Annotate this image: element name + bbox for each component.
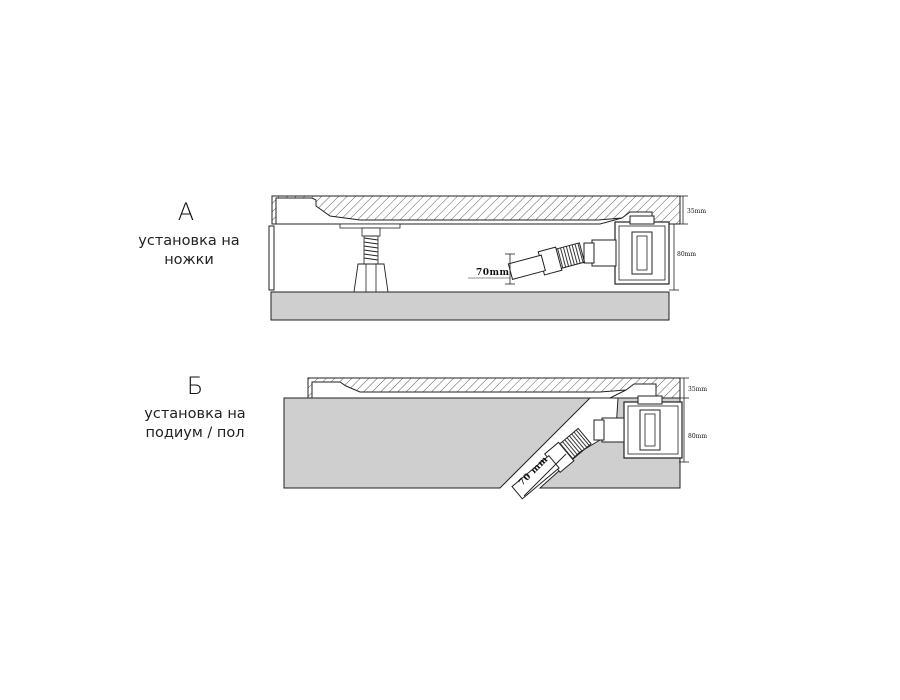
section-a-caption-line1: установка на — [138, 233, 240, 249]
section-a-letter: А — [177, 198, 195, 226]
section-a-leg — [339, 223, 401, 293]
section-a-skirt — [268, 225, 275, 291]
section-a-dim-pipe: 70mm — [468, 253, 515, 285]
section-a-drain-trap — [614, 215, 670, 285]
section-a-caption-line2: ножки — [164, 252, 214, 268]
section-a-drawing: 70mm 35mm 80mm — [268, 195, 706, 321]
section-b-dim-top: 35mm — [679, 377, 707, 399]
section-b-dim-top-label: 35mm — [688, 386, 707, 393]
section-b-drawing: 70 mm 35mm 80mm — [283, 377, 707, 500]
section-b-caption-line2: подиум / пол — [145, 425, 245, 441]
section-a-tray-shell — [271, 195, 681, 225]
section-b-caption-line1: установка на — [144, 406, 246, 422]
section-b-dim-side-label: 80mm — [688, 433, 707, 440]
section-a-caption: установка на ножки — [124, 232, 254, 270]
section-b-tray-shell — [307, 377, 681, 399]
section-b-drain-trap — [623, 395, 683, 459]
section-a-dim-top: 35mm — [678, 195, 706, 225]
section-a-dim-top-label: 35mm — [687, 208, 706, 215]
section-b-podium — [283, 397, 592, 489]
section-b-dim-side: 80mm — [679, 398, 707, 463]
section-b-caption: установка на подиум / пол — [130, 405, 260, 443]
section-a-dim-side-label: 80mm — [677, 251, 696, 258]
section-b-letter: Б — [186, 372, 204, 400]
section-a-floor — [270, 291, 670, 321]
section-a-dim-side: 80mm — [669, 224, 696, 291]
section-b-outlet-pipe — [511, 417, 625, 500]
section-a-dim-pipe-label: 70mm — [476, 268, 510, 278]
section-a-outlet-pipe — [507, 239, 617, 280]
